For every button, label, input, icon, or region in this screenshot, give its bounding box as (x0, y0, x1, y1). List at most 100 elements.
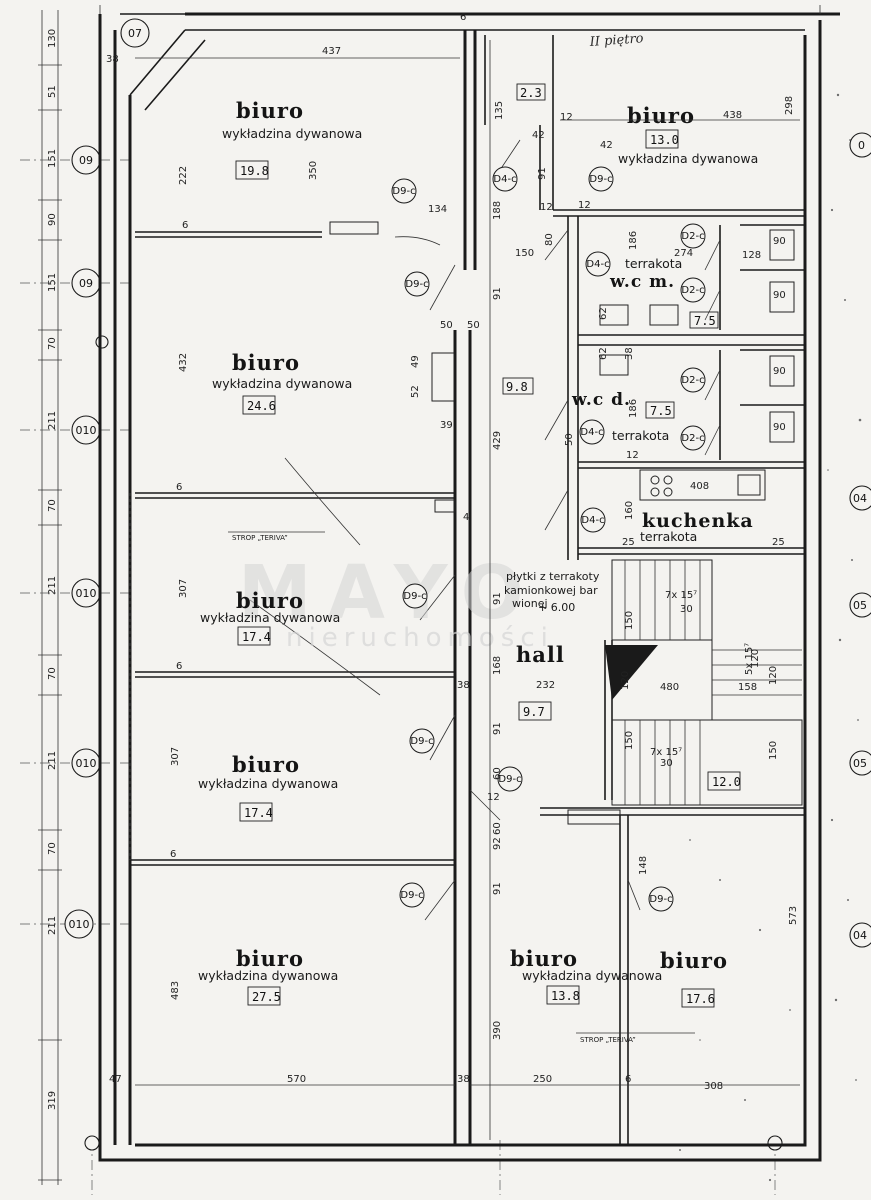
room-name: w.c m. (609, 272, 675, 292)
dim-70b: 70 (47, 499, 58, 512)
room-name: biuro (236, 588, 304, 613)
svg-text:150: 150 (624, 611, 635, 630)
right-edge-axes: 0 04 05 05 04 (849, 132, 871, 948)
svg-text:D4-c: D4-c (586, 259, 609, 270)
svg-text:010: 010 (76, 587, 97, 600)
door-swings (394, 139, 721, 921)
room-finish: wykładzina dywanowa (522, 968, 662, 983)
svg-text:05: 05 (853, 599, 867, 612)
svg-text:160: 160 (624, 501, 635, 520)
door-tags: D9-c D9-c D9-c D9-c D9-c D9-c D9-c D9-c … (391, 166, 706, 912)
svg-text:38: 38 (624, 347, 635, 360)
room-office-8: biuro 17.6 (660, 948, 728, 1006)
svg-text:12: 12 (578, 200, 591, 211)
svg-text:6: 6 (625, 1074, 631, 1085)
svg-text:274: 274 (674, 248, 693, 259)
svg-text:50: 50 (564, 433, 575, 446)
svg-text:D2-c: D2-c (681, 375, 704, 386)
watermark-brand: MAYO (238, 550, 540, 636)
door-tag: D2-c (680, 425, 706, 451)
svg-text:50: 50 (467, 320, 480, 331)
axis-marker-09b: 09 (71, 268, 101, 298)
svg-text:91: 91 (492, 287, 503, 300)
svg-text:62: 62 (598, 347, 609, 360)
svg-text:42: 42 (532, 130, 545, 141)
room-area: 7.5 (694, 314, 716, 328)
svg-text:0: 0 (858, 139, 865, 152)
svg-text:D4-c: D4-c (493, 174, 516, 185)
dim-51: 51 (47, 85, 58, 98)
svg-text:50: 50 (440, 320, 453, 331)
hall-finish-note: płytki z terrakoty kamionkowej bar wione… (504, 570, 600, 614)
svg-text:38: 38 (457, 1074, 470, 1085)
room-office-3: biuro wykładzina dywanowa 24.6 (212, 350, 352, 413)
svg-text:09: 09 (79, 277, 93, 290)
svg-text:120: 120 (620, 671, 631, 690)
svg-text:47: 47 (109, 1074, 122, 1085)
svg-text:D9-c: D9-c (498, 774, 521, 785)
floor-note: II piętro (588, 31, 644, 50)
room-office-1: biuro wykładzina dywanowa 19.8 (222, 98, 362, 178)
svg-text:438: 438 (723, 110, 742, 121)
svg-text:91: 91 (492, 882, 503, 895)
hall-note-line1: płytki z terrakoty (506, 570, 600, 583)
svg-text:91: 91 (537, 167, 548, 180)
svg-text:D4-c: D4-c (581, 515, 604, 526)
room-area: 13.0 (650, 133, 679, 147)
svg-text:120: 120 (768, 666, 779, 685)
svg-text:010: 010 (76, 424, 97, 437)
room-name: biuro (232, 752, 300, 777)
door-tag: D4-c (580, 507, 606, 533)
svg-text:52: 52 (410, 385, 421, 398)
room-wc-women: w.c d. terrakota 7.5 (571, 390, 672, 443)
dim-211b: 211 (47, 576, 58, 595)
room-name: biuro (660, 948, 728, 973)
svg-text:39: 39 (440, 420, 453, 431)
room-name: biuro (510, 946, 578, 971)
svg-text:12: 12 (540, 202, 553, 213)
svg-text:573: 573 (788, 906, 799, 925)
svg-text:168: 168 (492, 656, 503, 675)
svg-text:62: 62 (598, 307, 609, 320)
svg-text:07: 07 (128, 27, 142, 40)
area-small-3: 12.0 (712, 775, 741, 789)
svg-text:307: 307 (170, 747, 181, 766)
room-area: 17.6 (686, 992, 715, 1006)
svg-text:120: 120 (750, 649, 761, 668)
svg-text:12: 12 (560, 112, 573, 123)
room-finish: wykładzina dywanowa (212, 376, 352, 391)
svg-text:570: 570 (287, 1074, 306, 1085)
stair-note-3: 7x 15⁷ (650, 747, 682, 758)
door-tag: D2-c (680, 367, 706, 393)
svg-text:D9-c: D9-c (589, 174, 612, 185)
svg-text:12: 12 (626, 450, 639, 461)
room-name: biuro (627, 103, 695, 128)
door-tag: D4-c (492, 166, 518, 192)
staircase (605, 559, 803, 806)
svg-text:222: 222 (178, 166, 189, 185)
watermark-sub: nieruchomości (286, 623, 554, 653)
svg-text:D9-c: D9-c (649, 894, 672, 905)
room-area: 17.4 (242, 630, 271, 644)
svg-text:483: 483 (170, 981, 181, 1000)
svg-text:D4-c: D4-c (580, 427, 603, 438)
room-area: 7.5 (650, 404, 672, 418)
stair-notes: 7x 15⁷ 5x 15⁷ 7x 15⁷ (650, 590, 755, 758)
room-office-2: biuro wykładzina dywanowa 13.0 (618, 103, 758, 166)
svg-text:186: 186 (628, 231, 639, 250)
svg-text:480: 480 (660, 682, 679, 693)
svg-text:09: 09 (79, 154, 93, 167)
svg-text:90: 90 (773, 366, 786, 377)
dim-211: 211 (47, 411, 58, 430)
room-office-6: biuro wykładzina dywanowa 27.5 (198, 946, 338, 1004)
svg-text:429: 429 (492, 431, 503, 450)
room-name: w.c d. (571, 390, 631, 410)
door-tag: D4-c (585, 251, 611, 277)
door-tag: D9-c (409, 728, 435, 754)
svg-text:298: 298 (784, 96, 795, 115)
svg-text:4: 4 (463, 512, 469, 523)
dim-70: 70 (47, 337, 58, 350)
svg-text:D9-c: D9-c (392, 186, 415, 197)
stair-note-1: 7x 15⁷ (665, 590, 697, 601)
